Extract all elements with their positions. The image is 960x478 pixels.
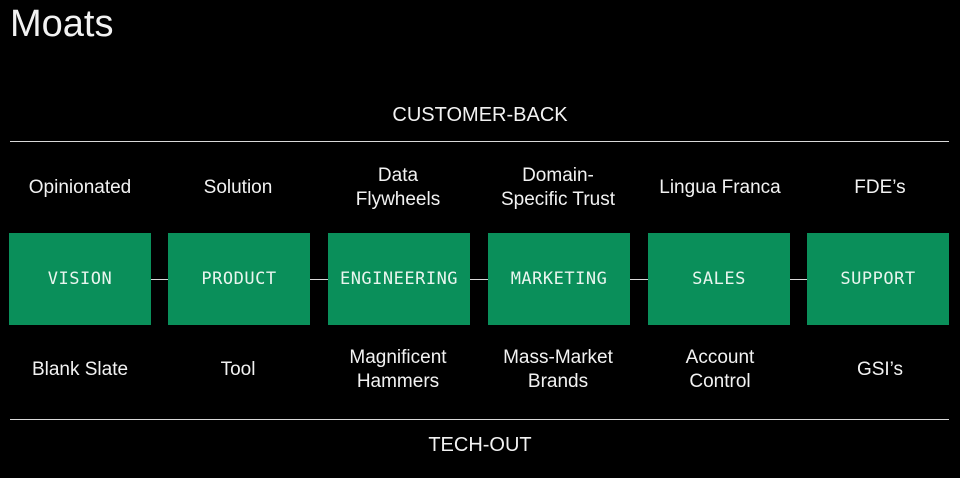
stage-below-label: Tool [220,359,256,380]
top-divider [10,141,949,142]
stage-above-label: FDE’s [854,177,906,198]
customer-back-label: CUSTOMER-BACK [392,104,568,126]
stage-above-label: Lingua Franca [659,177,781,198]
stage-below-label: GSI’s [856,359,904,380]
stage-box-vision: VISION [9,233,151,325]
stage-label: MARKETING [510,269,608,289]
stage-label: SALES [692,269,746,289]
page-title: Moats [10,3,114,45]
stage-box-marketing: MARKETING [488,233,630,325]
tech-out-label: TECH-OUT [428,434,532,456]
bottom-divider [10,419,949,420]
stage-connector-line [80,279,878,280]
stage-box-sales: SALES [648,233,790,325]
stage-label: ENGINEERING [339,269,459,289]
stage-above-label: Domain-Specific Trust [500,165,616,210]
stage-label: SUPPORT [840,269,916,289]
stage-box-support: SUPPORT [807,233,949,325]
stage-above-label: Opinionated [28,177,132,198]
stage-label: VISION [47,269,113,289]
stage-label: PRODUCT [201,269,277,289]
stage-above-label: Solution [203,177,273,198]
stage-below-label: Blank Slate [31,359,129,380]
stage-box-engineering: ENGINEERING [328,233,470,325]
stage-box-product: PRODUCT [168,233,310,325]
